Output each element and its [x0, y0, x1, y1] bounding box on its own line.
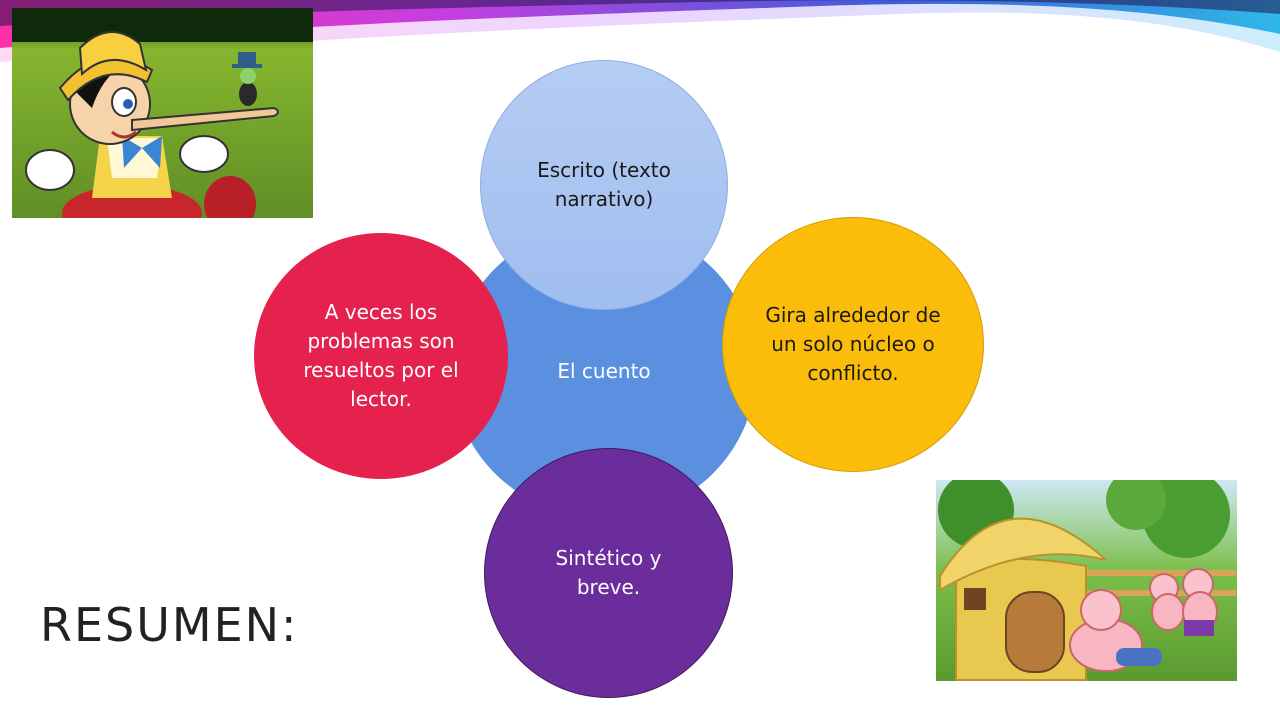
center-label: El cuento [557, 358, 651, 383]
bottom-circle: Sintético y breve. [484, 448, 733, 698]
three-pigs-image [936, 480, 1237, 681]
left-circle: A veces los problemas son resueltos por … [254, 233, 508, 479]
right-circle: Gira alrededor de un solo núcleo o confl… [722, 217, 984, 472]
top-label: Escrito (texto narrativo) [537, 158, 671, 211]
bottom-label: Sintético y breve. [555, 546, 662, 599]
top-circle: Escrito (texto narrativo) [480, 60, 728, 310]
slide-title: RESUMEN: [40, 598, 299, 652]
right-label: Gira alrededor de un solo núcleo o confl… [765, 303, 941, 385]
left-label: A veces los problemas son resueltos por … [303, 300, 459, 411]
header-swoosh-decoration [0, 0, 1280, 62]
pinocchio-image [12, 8, 313, 218]
